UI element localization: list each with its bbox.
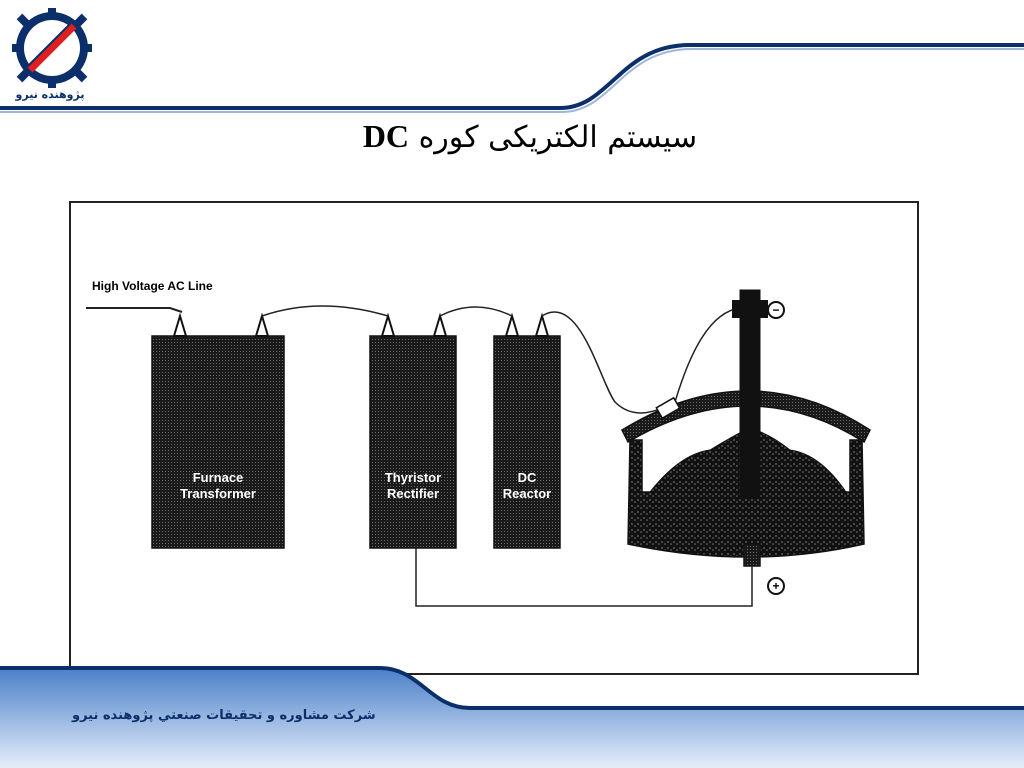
- gear-icon: [12, 8, 92, 88]
- footer-band: [0, 666, 1024, 768]
- slide-title: سیستم الکتریکی کوره DC: [0, 118, 1024, 155]
- transformer-label-2: Transformer: [180, 486, 256, 501]
- positive-terminal: +: [767, 577, 785, 595]
- furnace-transformer: Furnace Transformer: [151, 312, 285, 549]
- dc-reactor: DC Reactor: [493, 312, 561, 549]
- transformer-label-1: Furnace: [193, 470, 244, 485]
- furnace-electrical-diagram: High Voltage AC Line Furnace Transformer…: [60, 192, 926, 682]
- thyristor-rectifier: Thyristor Rectifier: [369, 312, 457, 549]
- header-band: [0, 43, 1024, 113]
- negative-sign: −: [772, 303, 779, 317]
- ac-line-label: High Voltage AC Line: [92, 279, 213, 293]
- positive-sign: +: [772, 579, 779, 593]
- footer-company-name: شرکت مشاوره و تحقیقات صنعتي پژوهنده نيرو: [72, 708, 376, 723]
- logo-caption: پژوهنده نیرو: [15, 88, 85, 101]
- wire-reactor-furnace: [541, 311, 676, 414]
- title-persian: سیستم الکتریکی کوره: [418, 120, 698, 155]
- return-wire: [415, 548, 753, 607]
- ac-line-wire: [86, 307, 183, 313]
- rectifier-label-2: Rectifier: [387, 486, 439, 501]
- wire-rectifier-reactor: [439, 306, 513, 317]
- rectifier-label-1: Thyristor: [385, 470, 441, 485]
- negative-terminal: −: [767, 301, 785, 319]
- dc-arc-furnace: [621, 289, 871, 567]
- title-dc: DC: [362, 118, 410, 154]
- wire-to-electrode: [674, 307, 741, 403]
- wire-transformer-rectifier: [261, 305, 389, 317]
- reactor-label-1: DC: [518, 470, 537, 485]
- company-logo: [12, 8, 92, 88]
- reactor-label-2: Reactor: [503, 486, 551, 501]
